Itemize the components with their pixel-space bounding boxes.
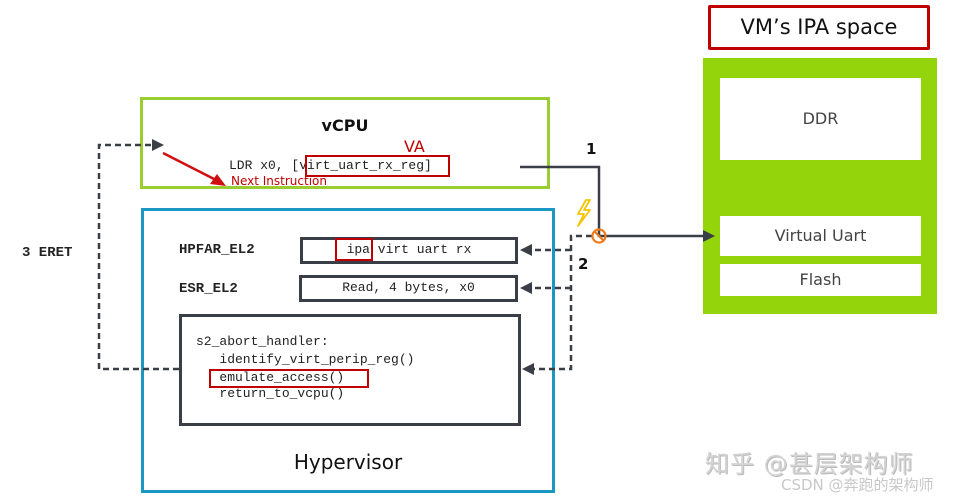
va-label: VA: [404, 137, 425, 156]
abort-handler-box: [179, 314, 521, 426]
ipa-highlight-box: [335, 238, 373, 261]
step-2-label: 2: [578, 255, 589, 273]
handler-line: return_to_vcpu(): [196, 386, 345, 401]
step-3-eret-label: 3 ERET: [22, 245, 73, 261]
watermark-csdn: CSDN @奔跑的架构师: [781, 476, 934, 494]
step-1-label: 1: [586, 140, 597, 158]
ldr-instruction: LDR x0, [virt_uart_rx_reg]: [229, 158, 432, 173]
step-3-eret-dashed-line: [97, 143, 179, 371]
region-ddr: DDR: [720, 78, 921, 160]
va-highlight-box: [305, 155, 450, 177]
ipa-space-title: VM’s IPA space: [740, 15, 898, 39]
watermark-zhihu: 知乎 @甚层架构师: [705, 450, 914, 478]
step-2-dashed-line: [530, 234, 592, 371]
hypervisor-title: Hypervisor: [293, 450, 403, 474]
hpfar-register-value: ipa virt uart rx: [346, 242, 472, 257]
arrowhead-to-handler: [522, 363, 534, 375]
handler-line: s2_abort_handler:: [196, 334, 329, 349]
step-1-access-line: [520, 165, 705, 238]
esr-register-value: Read, 4 bytes, x0: [342, 280, 475, 295]
arrowhead-to-hpfar: [520, 244, 532, 256]
arrowhead-to-uart: [703, 230, 715, 242]
vcpu-box: [140, 97, 550, 189]
handler-line: emulate_access(): [196, 370, 345, 385]
region-flash: Flash: [720, 264, 921, 296]
hpfar-register-label: HPFAR_EL2: [179, 242, 255, 258]
ipa-space-title-box: [708, 5, 930, 50]
next-instruction-arrow: [162, 151, 217, 182]
region-virtual-uart: Virtual Uart: [720, 216, 921, 256]
esr-register-label: ESR_EL2: [179, 281, 238, 297]
next-instruction-label: Next Instruction: [231, 174, 327, 188]
arrowhead-to-vcpu: [152, 139, 164, 151]
hpfar-register-box: [300, 237, 518, 264]
no-entry-icon: [591, 228, 607, 244]
hypervisor-box: [141, 208, 555, 493]
handler-line: identify_virt_perip_reg(): [196, 352, 415, 367]
esr-register-box: [299, 275, 518, 302]
vcpu-title: vCPU: [321, 116, 369, 135]
lightning-icon: [577, 199, 591, 227]
arrowhead-to-esr: [520, 282, 532, 294]
emulate-access-highlight-box: [209, 369, 369, 388]
next-instruction-arrowhead: [210, 174, 226, 186]
